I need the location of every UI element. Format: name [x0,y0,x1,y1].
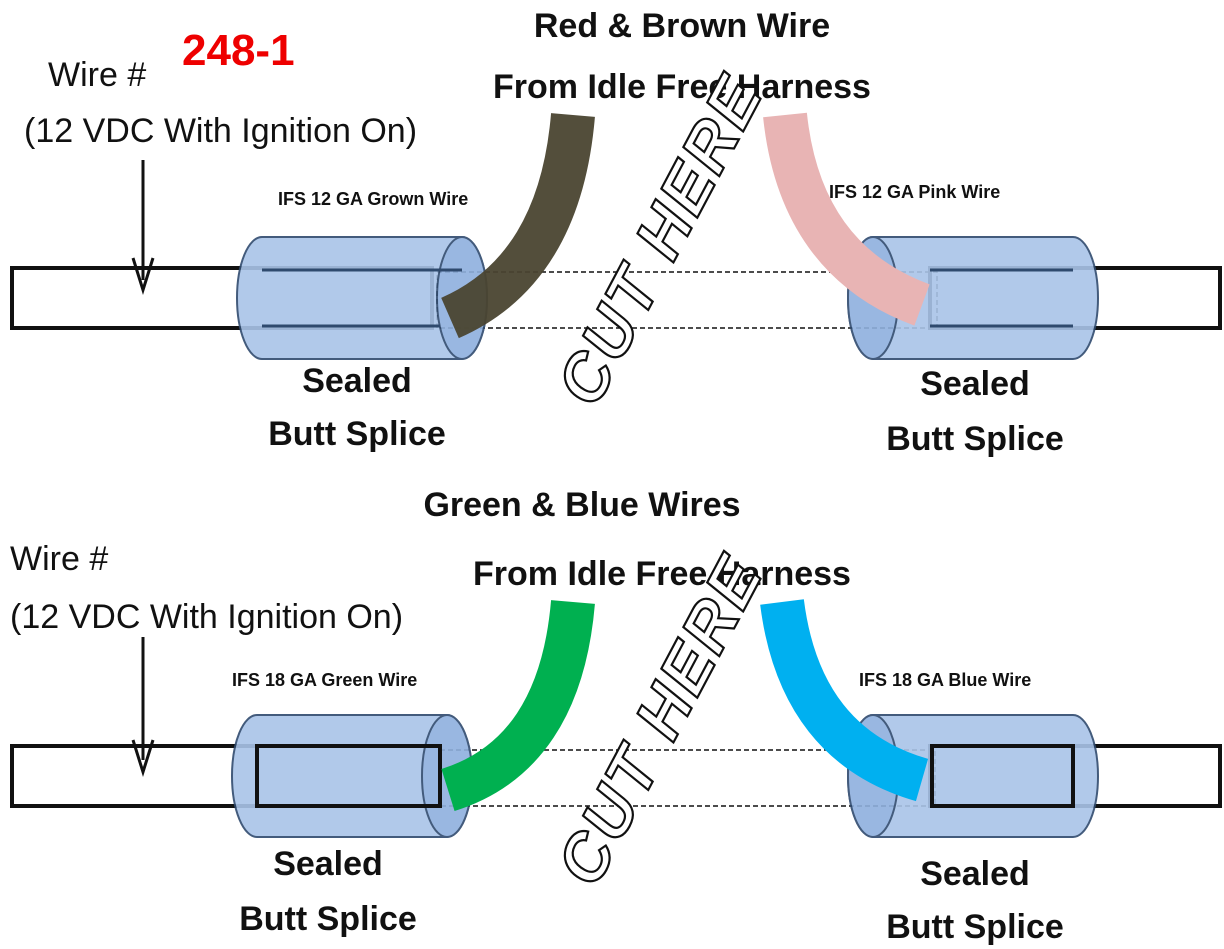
top-heading-line1: Red & Brown Wire [534,7,830,45]
bottom-voltage-note: (12 VDC With Ignition On) [10,598,403,636]
bottom-arrow-icon [131,739,155,778]
bottom-left-wire-label: IFS 18 GA Green Wire [232,670,417,690]
top-heading-line2: From Idle Free Harness [493,68,871,106]
bottom-left-splice-line1: Sealed [273,845,383,883]
top-wire-label: Wire # [48,56,146,94]
bottom-right-splice-wire [930,744,1075,808]
bottom-right-splice-line2: Butt Splice [886,908,1064,946]
top-right-splice-line2: Butt Splice [886,420,1064,458]
bottom-left-splice-line2: Butt Splice [239,900,417,938]
bottom-right-splice-line1: Sealed [920,855,1030,893]
bottom-right-wire-label: IFS 18 GA Blue Wire [859,670,1031,690]
bottom-heading-line2: From Idle Free Harness [473,555,851,593]
top-section: Wire # 248-1 (12 VDC With Ignition On) R… [10,7,1222,458]
top-pink-wire [763,112,930,326]
top-arrow-icon [131,257,155,296]
top-voltage-note: (12 VDC With Ignition On) [24,112,417,150]
top-left-wire-label: IFS 12 GA Grown Wire [278,189,468,209]
bottom-wire-label: Wire # [10,540,108,578]
top-right-wire-label: IFS 12 GA Pink Wire [829,182,1000,202]
bottom-left-splice [231,714,473,838]
top-left-splice-line2: Butt Splice [268,415,446,453]
bottom-heading-line1: Green & Blue Wires [423,486,740,524]
bottom-left-splice-wire [255,744,442,808]
top-right-splice-line1: Sealed [920,365,1030,403]
top-wire-number: 248-1 [182,26,295,75]
bottom-blue-wire [760,599,929,802]
bottom-section: Wire # (12 VDC With Ignition On) Green &… [10,486,1222,946]
bottom-green-wire [440,599,595,811]
top-brown-wire [440,113,595,339]
bottom-cut-here-label: CUT HERE [542,543,777,897]
top-left-splice-line1: Sealed [302,362,412,400]
